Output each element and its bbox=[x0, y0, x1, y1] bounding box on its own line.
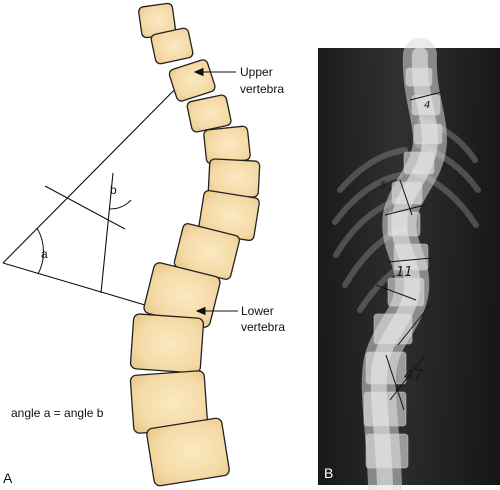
vertebra-10 bbox=[129, 313, 205, 374]
angle-equation-label: angle a = angle b bbox=[11, 406, 104, 420]
panel-a-label: A bbox=[3, 470, 13, 486]
vertebra-upper bbox=[168, 59, 216, 102]
vertebra-4 bbox=[186, 94, 232, 133]
vertebra-5 bbox=[203, 125, 251, 165]
xray-annotation-4: 47 bbox=[404, 366, 424, 384]
xray-annotation-3: 11 bbox=[396, 265, 413, 280]
xray-spine bbox=[361, 38, 448, 490]
panel-b-radiograph: 4 5 11 47 B bbox=[318, 38, 500, 490]
angle-a-arc bbox=[36, 227, 44, 275]
upper-perpendicular-line bbox=[44, 185, 126, 230]
xray-measurement-lines bbox=[375, 91, 443, 411]
panel-b-label: B bbox=[324, 465, 333, 481]
lower-vertebra-label-line1: Lower bbox=[241, 304, 274, 318]
xray-annotation-1: 4 bbox=[424, 100, 430, 111]
vertebra-2 bbox=[150, 27, 194, 65]
angle-a-label: a bbox=[41, 247, 48, 261]
angle-b-label: b bbox=[110, 183, 117, 197]
xray-annotation-2: 5 bbox=[380, 180, 386, 191]
angle-b-arc bbox=[109, 199, 132, 210]
pointer-arrows bbox=[193, 67, 238, 316]
upper-endplate-line bbox=[2, 67, 197, 264]
upper-vertebra-label-line1: Upper bbox=[240, 65, 273, 79]
panel-a-diagram: Upper vertebra Lower vertebra a b angle … bbox=[2, 2, 285, 487]
lower-perpendicular-line bbox=[100, 172, 114, 294]
vertebra-12 bbox=[146, 417, 230, 487]
upper-arrow-head bbox=[193, 67, 204, 77]
lower-arrow-head bbox=[195, 306, 206, 316]
lower-vertebra-label-line2: vertebra bbox=[241, 320, 285, 334]
upper-vertebra-label-line2: vertebra bbox=[240, 82, 284, 96]
